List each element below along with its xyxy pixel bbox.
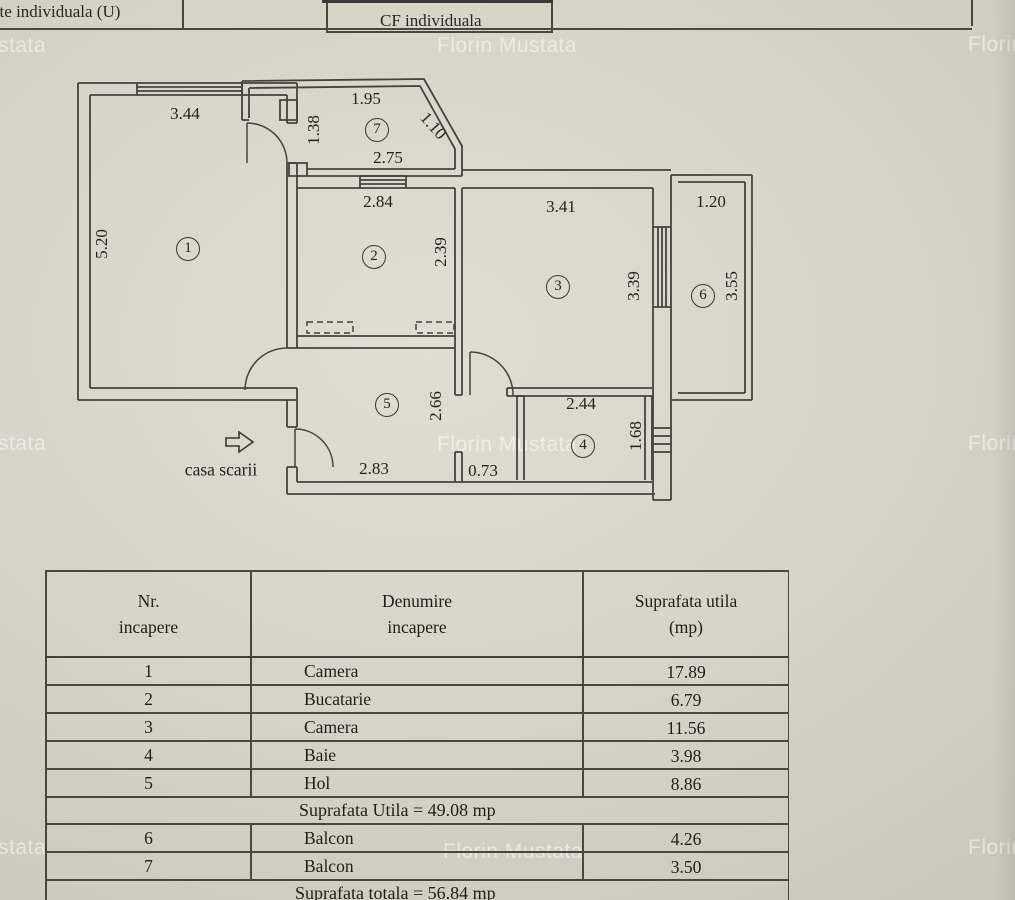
header-suprafata: Suprafata utila (mp) [582, 570, 789, 658]
dimension-label: 1.95 [351, 89, 381, 108]
dimension-label: 2.75 [373, 148, 403, 167]
cell-name: Camera [250, 712, 584, 742]
walls [77, 78, 753, 501]
table-row: 3 Camera 11.56 [45, 712, 789, 742]
areas-table-container: Nr. incapere Denumire incapere Suprafata… [45, 570, 789, 900]
cell-name: Camera [250, 656, 584, 686]
dimension-label: 1.10 [416, 108, 451, 144]
room-number: 7 [365, 118, 389, 142]
dimension-label: 3.41 [546, 197, 576, 216]
cf-cell-left-border [326, 0, 328, 33]
header-line: Denumire [382, 590, 452, 611]
cell-name: Balcon [250, 851, 584, 881]
dimension-label: 2.44 [566, 394, 596, 413]
cell-area: 3.98 [582, 740, 789, 770]
room-number: 3 [546, 275, 570, 299]
total-row: Suprafata totala = 56.84 mp [45, 879, 789, 900]
header-line: Nr. [137, 590, 160, 611]
table-row: 1 Camera 17.89 [45, 656, 789, 686]
header-line: Suprafata utila [634, 590, 738, 611]
dimension-label: 1.38 [304, 115, 323, 145]
dashed-openings [306, 321, 455, 334]
dimension-label: 0.73 [468, 461, 498, 480]
watermark: Florin [968, 432, 1015, 455]
dimension-label: 5.20 [92, 229, 111, 259]
cell-nr: 7 [45, 851, 252, 881]
header-line: (mp) [668, 617, 704, 637]
cf-cell-right-border [551, 0, 553, 33]
floor-plan-drawing [77, 78, 753, 501]
header-cf-cell-text: CF individuala [380, 11, 482, 30]
dimension-label: 2.66 [426, 391, 445, 421]
dimension-label: 2.84 [363, 192, 393, 211]
watermark: stata [0, 836, 47, 859]
cell-name: Baie [250, 740, 584, 770]
header-line: incapere [387, 617, 447, 637]
areas-table: Nr. incapere Denumire incapere Suprafata… [45, 570, 789, 900]
cell-nr: 5 [45, 768, 252, 798]
header-denumire: Denumire incapere [250, 570, 584, 658]
table-header-row: Nr. incapere Denumire incapere Suprafata… [45, 570, 789, 658]
watermark: Florin [968, 33, 1015, 56]
room-number: 5 [375, 393, 399, 417]
cell-name: Bucatarie [250, 684, 584, 714]
header-left-cell-text: ate individuala (U) [0, 2, 121, 21]
dimension-label: 1.20 [696, 192, 726, 211]
door-arcs [244, 122, 514, 468]
dimension-label: 2.39 [431, 237, 450, 267]
room-number: 1 [176, 237, 200, 261]
casa-scarii-label: casa scarii [184, 459, 258, 480]
cell-nr: 4 [45, 740, 252, 770]
dimension-label: 3.39 [624, 271, 643, 301]
table-row: 2 Bucatarie 6.79 [45, 684, 789, 714]
table-row: 5 Hol 8.86 [45, 768, 789, 798]
cell-nr: 6 [45, 823, 252, 853]
cell-nr: 3 [45, 712, 252, 742]
table-row: 6 Balcon 4.26 [45, 823, 789, 853]
cell-area: 6.79 [582, 684, 789, 714]
table-row: 7 Balcon 3.50 [45, 851, 789, 881]
room-number: 4 [571, 434, 595, 458]
cell-name: Balcon [250, 823, 584, 853]
watermark: Florin Mustata [437, 433, 578, 456]
room-number: 6 [691, 284, 715, 308]
cell-nr: 1 [45, 656, 252, 686]
table-row: 4 Baie 3.98 [45, 740, 789, 770]
dimension-label: 1.68 [626, 421, 645, 451]
cell-area: 17.89 [582, 656, 789, 686]
dimension-label: 2.83 [359, 459, 389, 478]
watermark: stata [0, 34, 47, 57]
total-text: Suprafata totala = 56.84 mp [45, 879, 789, 900]
cell-area: 3.50 [582, 851, 789, 881]
subtotal-row: Suprafata Utila = 49.08 mp [45, 796, 789, 825]
header-line: incapere [118, 617, 179, 637]
header-bottom-border [0, 28, 972, 30]
cf-cell-top-border [322, 0, 553, 3]
room-number: 2 [362, 245, 386, 269]
header-right-border [971, 0, 973, 26]
cell-area: 4.26 [582, 823, 789, 853]
subtotal-text: Suprafata Utila = 49.08 mp [45, 796, 789, 825]
dimension-label: 3.44 [170, 104, 200, 123]
watermark: stata [0, 432, 47, 455]
watermark: Florin Mustata [437, 34, 578, 57]
header-nr-incapere: Nr. incapere [45, 570, 252, 658]
header-divider-1 [182, 0, 184, 29]
cell-nr: 2 [45, 684, 252, 714]
cf-cell-bottom-border [326, 31, 553, 33]
casa-scarii-arrow-icon [225, 430, 255, 454]
watermark: Florin [968, 836, 1015, 859]
cell-name: Hol [250, 768, 584, 798]
cell-area: 8.86 [582, 768, 789, 798]
dimension-label: 3.55 [722, 271, 741, 301]
cell-area: 11.56 [582, 712, 789, 742]
